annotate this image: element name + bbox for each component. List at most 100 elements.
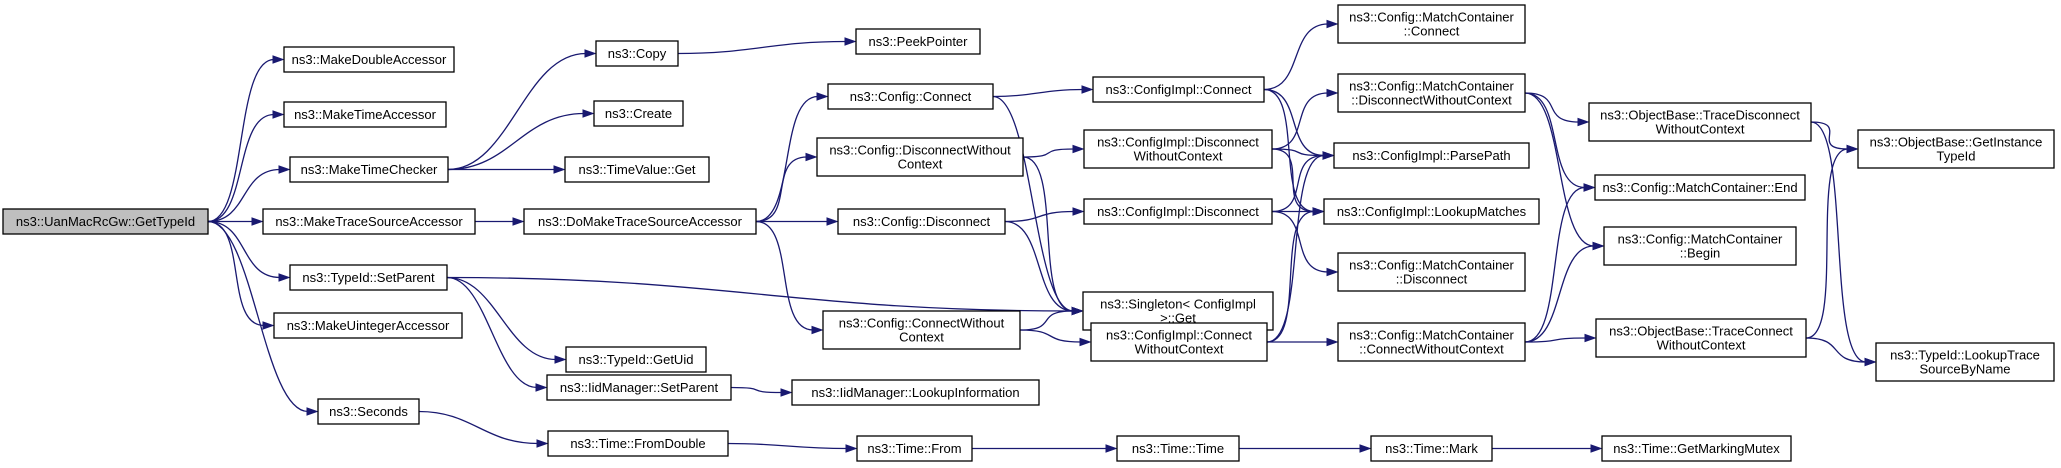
node-makeUintegerAccessor[interactable]: ns3::MakeUintegerAccessor (273, 312, 463, 339)
node-box[interactable] (1116, 435, 1240, 462)
node-iidManagerLookupInformation[interactable]: ns3::IidManager::LookupInformation (791, 379, 1040, 406)
node-box[interactable] (1601, 435, 1792, 462)
node-box[interactable] (273, 312, 463, 339)
edge-configImplDisconnectWithoutContext-to-matchContainerDisconnectWithoutContext (1271, 88, 1339, 150)
node-configImplLookupMatches[interactable]: ns3::ConfigImpl::LookupMatches (1323, 198, 1540, 225)
edge-copy-to-peekPointer (677, 37, 857, 55)
node-box[interactable] (289, 264, 448, 291)
node-configImplDisconnectWithoutContext[interactable]: ns3::ConfigImpl::DisconnectWithoutContex… (1083, 129, 1273, 169)
node-box[interactable] (822, 310, 1021, 350)
node-label: ns3::PeekPointer (868, 34, 968, 49)
node-create[interactable]: ns3::Create (593, 100, 684, 127)
node-box[interactable] (1337, 322, 1526, 362)
node-makeDoubleAccessor[interactable]: ns3::MakeDoubleAccessor (283, 46, 455, 73)
node-box[interactable] (1090, 322, 1268, 362)
node-label: ns3::Time::GetMarkingMutex (1613, 441, 1780, 456)
node-makeTraceSourceAccessor[interactable]: ns3::MakeTraceSourceAccessor (262, 208, 476, 235)
node-matchContainerConnect[interactable]: ns3::Config::MatchContainer::Connect (1337, 4, 1526, 44)
edge-line (1004, 210, 1075, 223)
node-matchContainerConnectWithoutContext[interactable]: ns3::Config::MatchContainer::ConnectWith… (1337, 322, 1526, 362)
node-box[interactable] (283, 101, 447, 128)
node-box[interactable] (1092, 76, 1265, 103)
node-box[interactable] (791, 379, 1040, 406)
node-timeMark[interactable]: ns3::Time::Mark (1370, 435, 1493, 462)
node-box[interactable] (547, 430, 729, 457)
edge-line (755, 95, 819, 223)
node-matchContainerEnd[interactable]: ns3::Config::MatchContainer::End (1594, 174, 1806, 201)
node-configImplDisconnect[interactable]: ns3::ConfigImpl::Disconnect (1083, 198, 1273, 225)
node-matchContainerDisconnectWithoutContext[interactable]: ns3::Config::MatchContainer::DisconnectW… (1337, 73, 1526, 113)
node-seconds[interactable]: ns3::Seconds (317, 398, 420, 425)
node-box[interactable] (595, 40, 679, 67)
node-matchContainerBegin[interactable]: ns3::Config::MatchContainer::Begin (1603, 226, 1797, 266)
node-configImplConnectWithoutContext[interactable]: ns3::ConfigImpl::ConnectWithoutContext (1090, 322, 1268, 362)
edge-arrowhead (805, 152, 818, 162)
node-box[interactable] (289, 156, 449, 183)
edge-line (1524, 92, 1595, 247)
node-box[interactable] (523, 208, 757, 235)
node-box[interactable] (1875, 342, 2055, 382)
node-objectBaseTraceDisconnectWithoutContext[interactable]: ns3::ObjectBase::TraceDisconnectWithoutC… (1588, 102, 1812, 142)
edge-makeTimeChecker-to-copy (447, 49, 597, 171)
edge-line (447, 112, 585, 171)
node-timeGetMarkingMutex[interactable]: ns3::Time::GetMarkingMutex (1601, 435, 1792, 462)
node-box[interactable] (565, 346, 707, 373)
node-makeTimeChecker[interactable]: ns3::MakeTimeChecker (289, 156, 449, 183)
node-box[interactable] (1083, 198, 1273, 225)
node-configImplConnect[interactable]: ns3::ConfigImpl::Connect (1092, 76, 1265, 103)
node-peekPointer[interactable]: ns3::PeekPointer (855, 28, 981, 55)
node-timeTime[interactable]: ns3::Time::Time (1116, 435, 1240, 462)
node-timeValueGet[interactable]: ns3::TimeValue::Get (564, 156, 710, 183)
node-objectBaseTraceConnectWithoutContext[interactable]: ns3::ObjectBase::TraceConnectWithoutCont… (1595, 318, 1807, 358)
node-box[interactable] (1083, 129, 1273, 169)
node-box[interactable] (827, 83, 994, 110)
edge-arrowhead (554, 355, 567, 364)
node-box[interactable] (1337, 73, 1526, 113)
node-box[interactable] (1323, 198, 1540, 225)
node-box[interactable] (1337, 4, 1526, 44)
edge-line (207, 58, 275, 223)
node-box[interactable] (1588, 102, 1812, 142)
node-box[interactable] (1594, 174, 1806, 201)
node-box[interactable] (855, 28, 981, 55)
node-box[interactable] (816, 137, 1024, 177)
node-box[interactable] (317, 398, 420, 425)
edge-doMakeTraceSourceAccessor-to-configDisconnectWithoutContext (755, 152, 818, 223)
node-box[interactable] (262, 208, 476, 235)
edge-line (447, 52, 587, 171)
node-matchContainerDisconnect[interactable]: ns3::Config::MatchContainer::Disconnect (1337, 252, 1526, 292)
node-configImplParsePath[interactable]: ns3::ConfigImpl::ParsePath (1333, 142, 1530, 169)
node-typeIdGetUid[interactable]: ns3::TypeId::GetUid (565, 346, 707, 373)
node-doMakeTraceSourceAccessor[interactable]: ns3::DoMakeTraceSourceAccessor (523, 208, 757, 235)
edge-configImplConnectWithoutContext-to-matchContainerConnectWithoutContext (1266, 337, 1339, 347)
node-iidManagerSetParent[interactable]: ns3::IidManager::SetParent (546, 374, 732, 401)
node-box[interactable] (283, 46, 455, 73)
node-makeTimeAccessor[interactable]: ns3::MakeTimeAccessor (283, 101, 447, 128)
edge-arrowhead (1071, 306, 1084, 316)
node-configDisconnectWithoutContext[interactable]: ns3::Config::DisconnectWithoutContext (816, 137, 1024, 177)
node-configConnect[interactable]: ns3::Config::Connect (827, 83, 994, 110)
node-box[interactable] (856, 435, 973, 462)
edge-arrowhead (251, 217, 264, 226)
node-box[interactable] (1857, 129, 2055, 169)
node-box[interactable] (564, 156, 710, 183)
node-configDisconnect[interactable]: ns3::Config::Disconnect (837, 208, 1006, 235)
node-box[interactable] (1333, 142, 1530, 169)
node-copy[interactable]: ns3::Copy (595, 40, 679, 67)
node-timeFromDouble[interactable]: ns3::Time::FromDouble (547, 430, 729, 457)
node-root[interactable]: ns3::UanMacRcGw::GetTypeId (2, 208, 209, 235)
node-timeFrom[interactable]: ns3::Time::From (856, 435, 973, 462)
node-box[interactable] (837, 208, 1006, 235)
node-box[interactable] (1370, 435, 1493, 462)
node-box[interactable] (1595, 318, 1807, 358)
node-box[interactable] (1603, 226, 1797, 266)
node-box[interactable] (1337, 252, 1526, 292)
edge-arrowhead (553, 165, 566, 174)
node-typeIdSetParent[interactable]: ns3::TypeId::SetParent (289, 264, 448, 291)
node-box[interactable] (2, 208, 209, 235)
node-configConnectWithoutContext[interactable]: ns3::Config::ConnectWithoutContext (822, 310, 1021, 350)
node-box[interactable] (593, 100, 684, 127)
node-box[interactable] (546, 374, 732, 401)
